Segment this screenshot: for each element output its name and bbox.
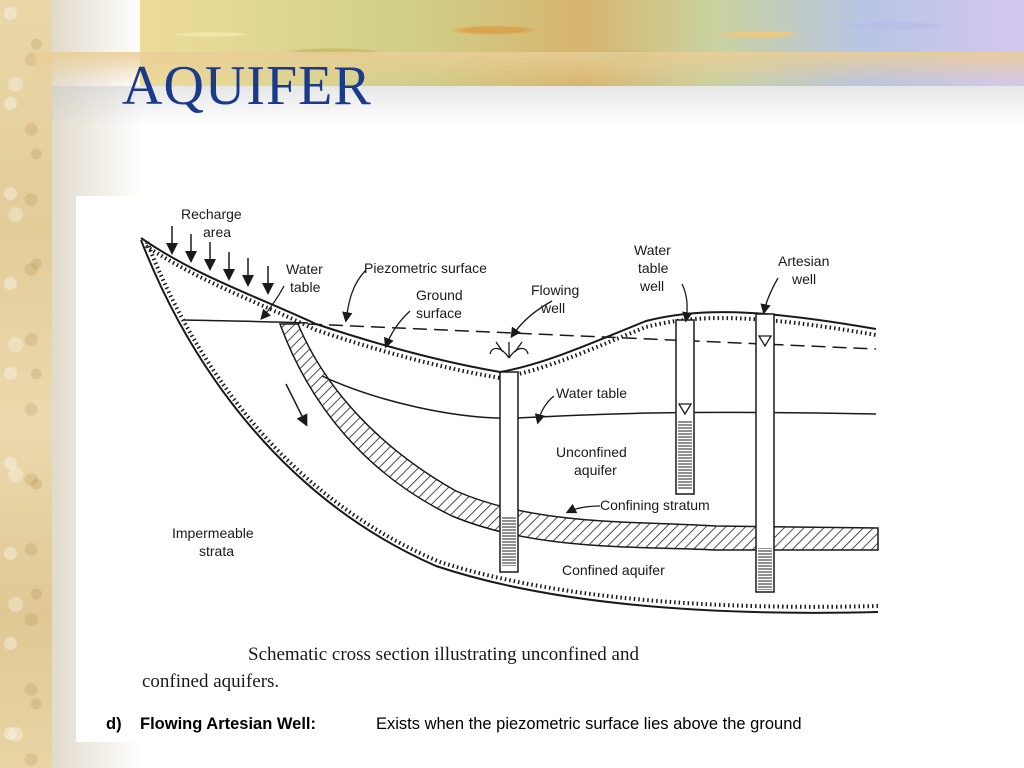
artesian-well [755,313,775,593]
confining-stratum-band [278,323,879,551]
label-unconfined-aquifer-1: Unconfined [556,444,627,460]
piezometric-surface-line [307,323,877,350]
label-artesian-well-2: well [791,271,816,287]
label-impermeable-strata-2: strata [199,543,234,559]
slide-title: AQUIFER [122,55,372,117]
label-recharge-2: area [203,224,231,240]
label-water-table-mid: Water table [556,385,627,401]
label-confined-aquifer: Confined aquifer [562,562,665,578]
banner-shadow [52,86,1024,126]
water-table-line [321,375,877,419]
label-ground-surface-1: Ground [416,287,463,303]
footer-definition: Exists when the piezometric surface lies… [376,715,802,733]
aquifer-diagram: Recharge area Water table Piezometric su… [106,206,879,733]
label-ground-surface-2: surface [416,305,462,321]
caption-line-2: confined aquifers. [142,671,279,692]
label-water-table-left-1: Water [286,261,323,277]
label-water-table-well-1: Water [634,242,671,258]
flow-arrow [285,383,308,427]
label-flowing-well-2: well [540,300,565,316]
caption-line-1: Schematic cross section illustrating unc… [248,644,639,665]
recharge-arrows [166,226,274,295]
water-table-line-left [183,319,309,324]
aquifer-figure: Recharge area Water table Piezometric su… [76,196,948,742]
label-confining-stratum: Confining stratum [600,497,710,513]
footer-prefix: d) [106,715,122,733]
label-piezometric-surface: Piezometric surface [364,260,487,276]
banner-strip [34,52,1024,86]
label-artesian-well-1: Artesian [778,253,829,269]
label-unconfined-aquifer-2: aquifer [574,462,617,478]
label-impermeable-strata-1: Impermeable [172,525,254,541]
label-water-table-left-2: table [290,279,321,295]
parchment-texture [0,0,52,768]
water-table-well [675,319,695,495]
label-flowing-well-1: Flowing [531,282,579,298]
footer-term: Flowing Artesian Well: [140,715,316,733]
label-recharge-1: Recharge [181,206,242,222]
flowing-well [489,341,529,573]
impermeable-base [140,239,879,614]
label-water-table-well-2: table [638,260,669,276]
label-water-table-well-3: well [639,278,664,294]
leader-arrows [260,269,779,514]
